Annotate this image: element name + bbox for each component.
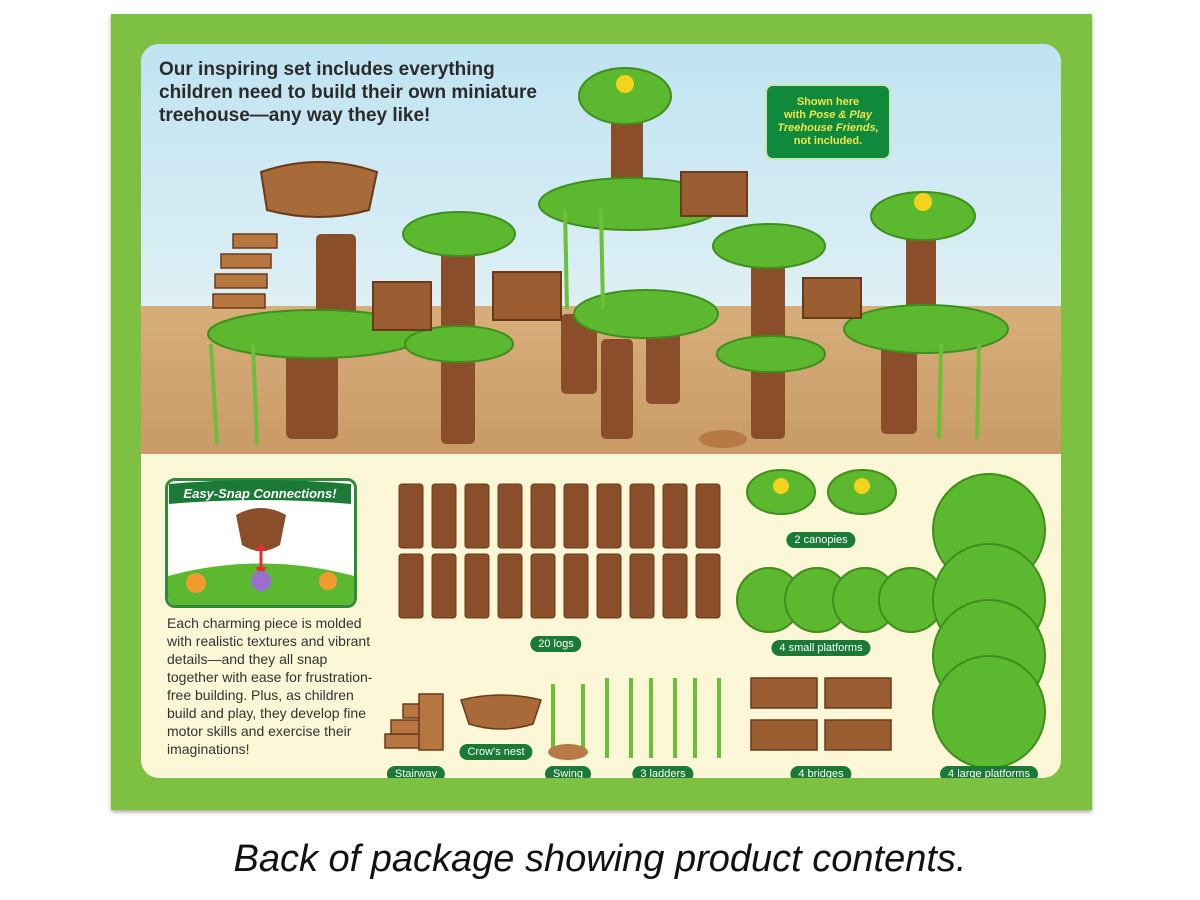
log-piece bbox=[497, 483, 523, 549]
headline: Our inspiring set includes everything ch… bbox=[159, 59, 537, 126]
note-line: not included. bbox=[793, 135, 863, 147]
log-piece bbox=[464, 483, 490, 549]
label-canopies: 2 canopies bbox=[786, 532, 856, 548]
easy-snap-text: Easy-Snap Connections! bbox=[183, 486, 337, 501]
easy-snap-banner: Easy-Snap Connections! bbox=[169, 480, 351, 504]
log-piece bbox=[662, 553, 688, 619]
label-logs: 20 logs bbox=[530, 636, 582, 652]
log-piece bbox=[629, 483, 655, 549]
not-included-note: Shown here with Pose & Play Treehouse Fr… bbox=[765, 84, 891, 160]
log-piece bbox=[464, 553, 490, 619]
log-piece bbox=[563, 553, 589, 619]
log-piece bbox=[695, 553, 721, 619]
label-swing: Swing bbox=[545, 766, 591, 778]
note-line: with bbox=[783, 109, 810, 121]
note-line: Pose & Play bbox=[809, 109, 873, 121]
package-back: Our inspiring set includes everything ch… bbox=[111, 14, 1092, 810]
parts-illustration bbox=[384, 469, 1046, 769]
log-piece bbox=[629, 553, 655, 619]
log-piece bbox=[596, 553, 622, 619]
note-line: Shown here bbox=[796, 96, 860, 108]
log-piece bbox=[497, 553, 523, 619]
note-line: Treehouse Friends, bbox=[777, 122, 879, 134]
label-small-platforms: 4 small platforms bbox=[771, 640, 871, 656]
label-ladders: 3 ladders bbox=[632, 766, 694, 778]
log-piece bbox=[530, 483, 556, 549]
log-piece bbox=[431, 483, 457, 549]
label-bridges: 4 bridges bbox=[790, 766, 852, 778]
log-piece bbox=[596, 483, 622, 549]
treehouse-scene bbox=[141, 44, 1061, 454]
log-piece bbox=[398, 553, 424, 619]
label-stairway: Stairway bbox=[386, 766, 446, 778]
content-panel: Our inspiring set includes everything ch… bbox=[141, 44, 1061, 778]
label-crows-nest: Crow's nest bbox=[459, 744, 533, 760]
log-piece bbox=[530, 553, 556, 619]
log-piece bbox=[662, 483, 688, 549]
log-piece bbox=[431, 553, 457, 619]
log-piece bbox=[398, 483, 424, 549]
label-large-platforms: 4 large platforms bbox=[940, 766, 1038, 778]
log-piece bbox=[695, 483, 721, 549]
log-piece bbox=[563, 483, 589, 549]
image-caption: Back of package showing product contents… bbox=[233, 838, 967, 880]
body-text: Each charming piece is molded with reali… bbox=[167, 615, 373, 757]
